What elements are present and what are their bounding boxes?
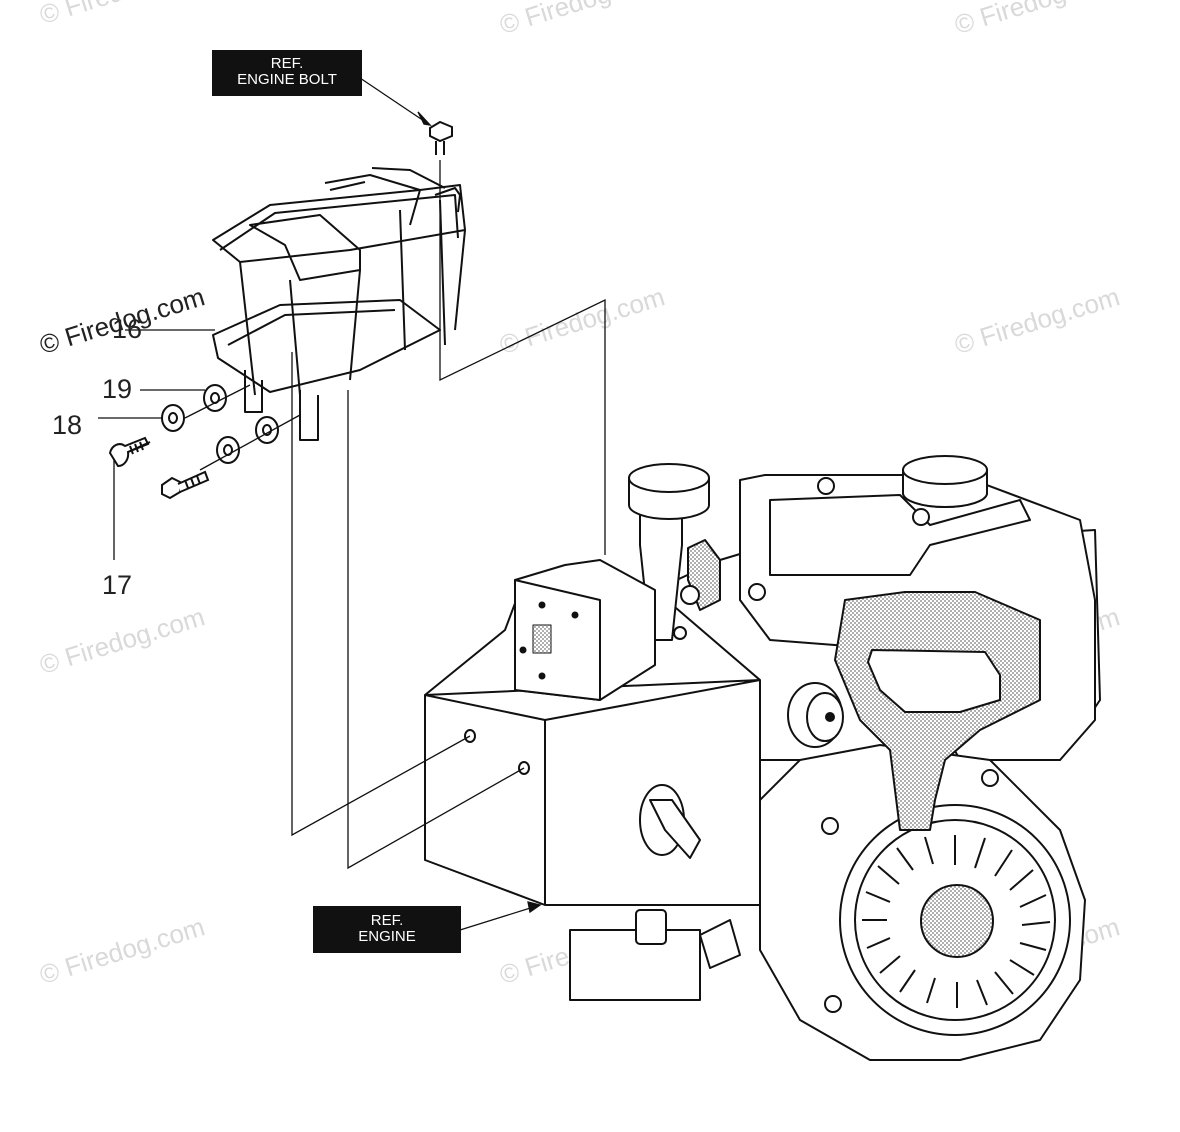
- wire-basket-icon: [212, 167, 466, 441]
- callout-16: 16: [112, 314, 143, 344]
- ref-engine-bolt-label: REF. ENGINE BOLT: [212, 50, 362, 96]
- ref-engine-line1: REF.: [370, 912, 404, 929]
- ref-engine-bolt-line1: REF.: [270, 55, 304, 72]
- ref-engine-line2: ENGINE: [358, 928, 416, 945]
- ref-engine-label: REF. ENGINE: [313, 906, 461, 953]
- engine-icon: [424, 455, 1101, 1061]
- screw-icon: [108, 436, 210, 500]
- bolt-icon: [429, 120, 453, 155]
- leader-lines: [98, 77, 606, 931]
- callout-17: 17: [102, 570, 133, 600]
- washer-icon: [161, 384, 279, 464]
- callout-19: 19: [102, 374, 133, 404]
- ref-engine-bolt-line2: ENGINE BOLT: [237, 71, 337, 88]
- callout-18: 18: [52, 410, 83, 440]
